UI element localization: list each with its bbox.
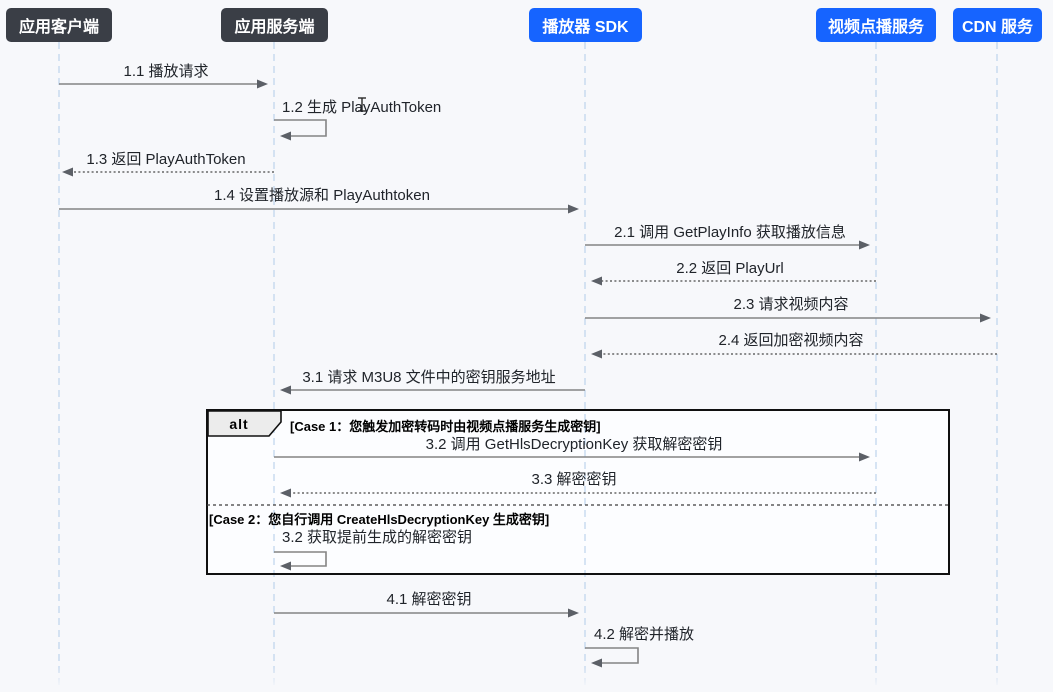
message-2-4: 2.4 返回加密视频内容 — [718, 332, 864, 349]
arrowhead-3-2-case2 — [280, 561, 291, 571]
lifelines — [58, 42, 998, 692]
alt-keyword-pentagon — [207, 410, 282, 437]
message-1-4: 1.4 设置播放源和 PlayAuthtoken — [214, 187, 430, 204]
actor-player-sdk: 播放器 SDK — [529, 8, 642, 42]
alt-case1-guard: [Case 1：您触发加密转码时由视频点播服务生成密钥] — [290, 419, 601, 434]
actor-app-client: 应用客户端 — [6, 8, 112, 42]
alt-frame-label: alt — [229, 415, 249, 432]
self-loop-4-2 — [585, 647, 639, 664]
message-3-1: 3.1 请求 M3U8 文件中的密钥服务地址 — [302, 369, 556, 386]
actor-cdn-service: CDN 服务 — [953, 8, 1042, 42]
arrowhead-2-4 — [591, 349, 602, 359]
arrowhead-3-3 — [280, 488, 291, 498]
arrowhead-1-4 — [568, 204, 579, 214]
message-4-1: 4.1 解密密钥 — [386, 591, 472, 608]
message-3-2-case1: 3.2 调用 GetHlsDecryptionKey 获取解密密钥 — [425, 436, 723, 453]
actor-vod-service: 视频点播服务 — [816, 8, 936, 42]
alt-frame-border — [206, 409, 950, 575]
message-2-2: 2.2 返回 PlayUrl — [676, 260, 784, 277]
message-1-1: 1.1 播放请求 — [123, 63, 209, 80]
alt-case2-guard: [Case 2：您自行调用 CreateHlsDecryptionKey 生成密… — [209, 512, 550, 527]
self-loop-1-2 — [274, 119, 327, 137]
message-3-2-case2: 3.2 获取提前生成的解密密钥 — [282, 529, 473, 546]
message-1-2: 1.2 生成 PlayAuthToken — [282, 99, 442, 116]
actor-label: 视频点播服务 — [827, 19, 924, 36]
arrowhead-1-1 — [257, 79, 268, 89]
arrowhead-3-2-case1 — [859, 452, 870, 462]
message-2-1: 2.1 调用 GetPlayInfo 获取播放信息 — [614, 224, 846, 241]
dashed-arrows — [71, 171, 997, 494]
arrowhead-3-1 — [280, 385, 291, 395]
message-3-3: 3.3 解密密钥 — [531, 471, 617, 488]
text-cursor-icon — [358, 97, 366, 112]
alt-frame-fill — [207, 410, 949, 574]
arrowhead-1-2 — [280, 131, 291, 141]
arrowhead-1-3 — [62, 167, 73, 177]
arrowhead-4-2 — [591, 658, 602, 668]
solid-arrows — [59, 83, 982, 664]
actor-label: CDN 服务 — [961, 19, 1034, 36]
self-loop-3-2-case2 — [274, 551, 327, 567]
actor-label: 播放器 SDK — [542, 19, 629, 36]
actor-label: 应用客户端 — [18, 19, 99, 36]
message-4-2: 4.2 解密并播放 — [594, 626, 695, 643]
message-1-3: 1.3 返回 PlayAuthToken — [86, 151, 246, 168]
arrow-heads — [62, 79, 991, 668]
actor-label: 应用服务端 — [234, 19, 315, 36]
arrowhead-2-2 — [591, 276, 602, 286]
arrowhead-4-1 — [568, 608, 579, 618]
message-2-3: 2.3 请求视频内容 — [733, 296, 849, 313]
actor-app-server: 应用服务端 — [221, 8, 328, 42]
arrowhead-2-1 — [859, 240, 870, 250]
arrowhead-2-3 — [980, 313, 991, 323]
